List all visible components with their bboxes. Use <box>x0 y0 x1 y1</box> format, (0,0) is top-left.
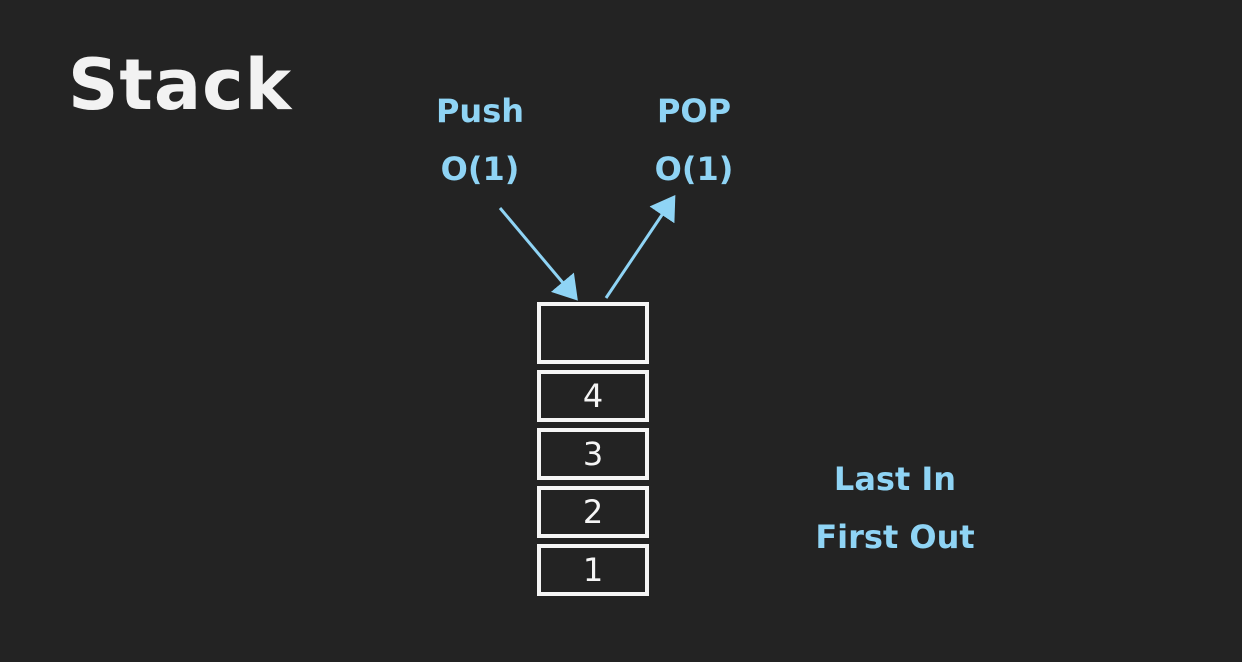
pop-label: POP <box>656 92 732 130</box>
pop-complexity: O(1) <box>654 150 734 188</box>
stack-empty-slot <box>537 302 649 364</box>
note-first-out: First Out <box>815 518 975 556</box>
push-label: Push <box>435 92 525 130</box>
push-complexity: O(1) <box>440 150 520 188</box>
push-arrow <box>498 207 578 301</box>
pop-arrow <box>604 195 676 299</box>
stack-container: 4 3 2 1 <box>537 302 649 596</box>
stack-item: 3 <box>537 428 649 480</box>
stack-item: 1 <box>537 544 649 596</box>
note-last-in: Last In <box>833 460 957 498</box>
diagram-title: Stack <box>68 44 293 126</box>
stack-item: 2 <box>537 486 649 538</box>
stack-item: 4 <box>537 370 649 422</box>
